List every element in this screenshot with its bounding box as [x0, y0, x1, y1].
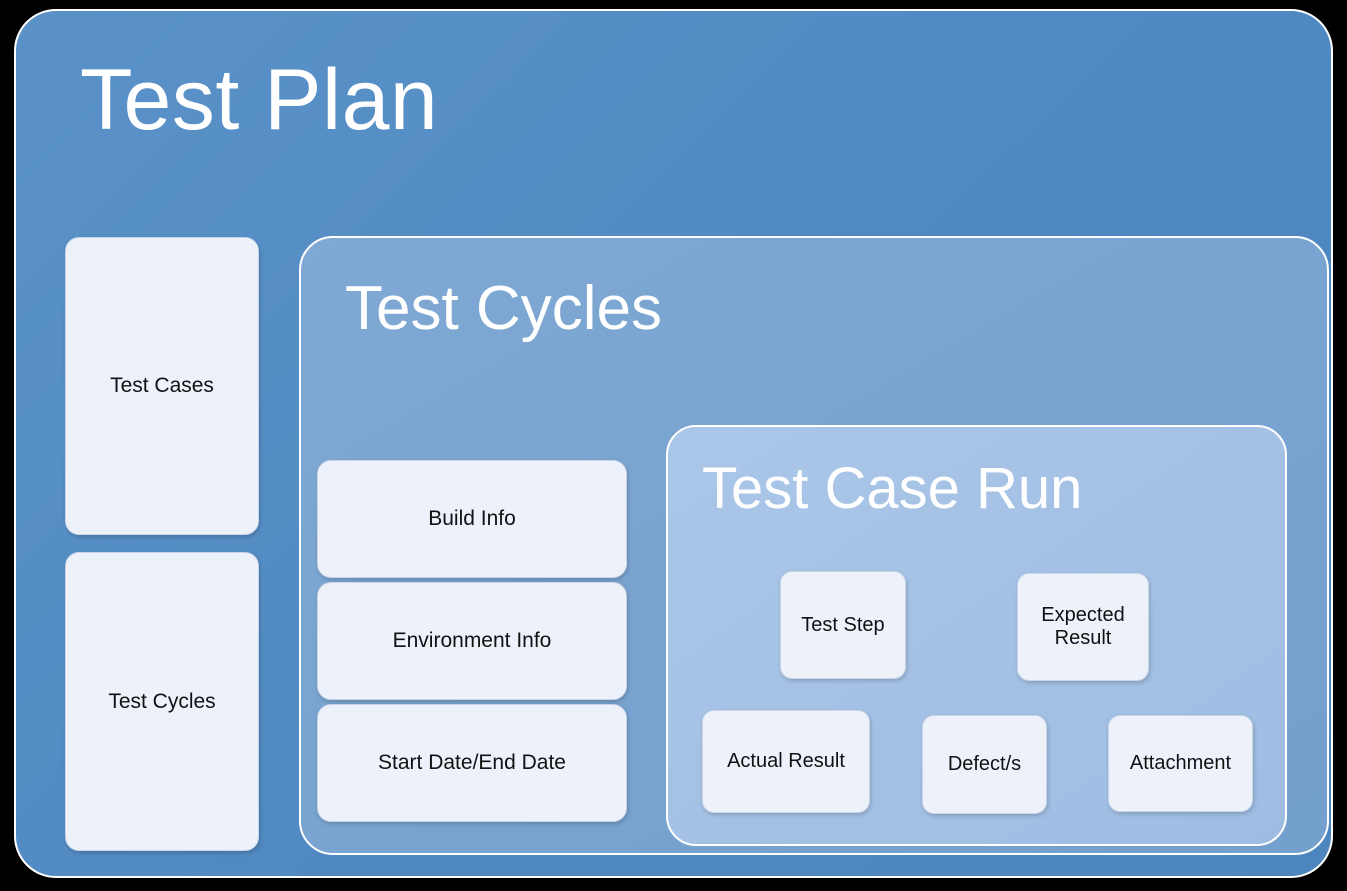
sidebar-item-test-cases-label: Test Cases: [110, 374, 214, 397]
defects-box[interactable]: Defect/s: [922, 715, 1047, 814]
test-step-label: Test Step: [801, 613, 885, 636]
test-step-box[interactable]: Test Step: [780, 571, 906, 679]
build-info-box[interactable]: Build Info: [317, 460, 627, 578]
test-plan-title: Test Plan: [80, 52, 439, 148]
environment-info-box[interactable]: Environment Info: [317, 582, 627, 700]
test-case-run-title: Test Case Run: [702, 456, 1083, 521]
test-cycles-panel: Test Cycles Build Info Environment Info …: [299, 236, 1329, 855]
attachment-label: Attachment: [1129, 752, 1232, 774]
test-plan-panel: Test Plan Test Cases Test Cycles Test Cy…: [14, 9, 1333, 878]
sidebar-item-test-cases[interactable]: Test Cases: [65, 237, 259, 535]
start-end-date-box[interactable]: Start Date/End Date: [317, 704, 627, 822]
build-info-label: Build Info: [428, 507, 516, 530]
defects-label: Defect/s: [947, 753, 1022, 775]
start-end-date-label: Start Date/End Date: [378, 751, 566, 774]
actual-result-box[interactable]: Actual Result: [702, 710, 870, 813]
sidebar-item-test-cycles[interactable]: Test Cycles: [65, 552, 259, 851]
actual-result-label: Actual Result: [727, 750, 845, 772]
attachment-box[interactable]: Attachment: [1108, 715, 1253, 812]
environment-info-label: Environment Info: [392, 629, 552, 652]
sidebar-item-test-cycles-label: Test Cycles: [108, 689, 216, 713]
test-cycles-title: Test Cycles: [345, 274, 662, 343]
